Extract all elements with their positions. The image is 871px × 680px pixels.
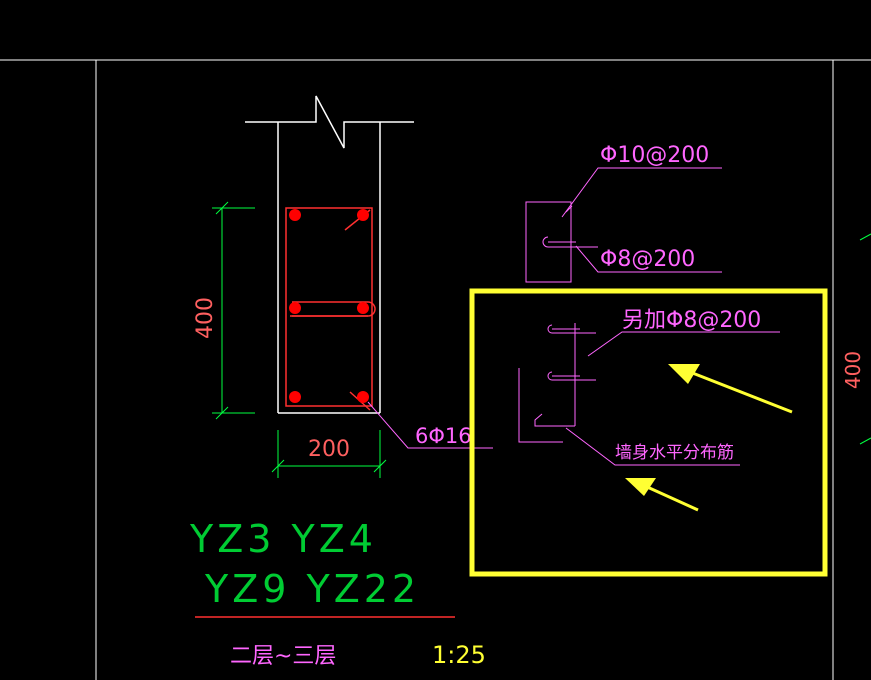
floor-range-label: 二层~三层 [230,644,336,669]
highlight-box [469,288,828,577]
rebar-dot [357,209,369,221]
rebar-dot [289,391,301,403]
rebar-dot [357,391,369,403]
rebar-dot [289,302,301,314]
wall-break-line [245,95,414,414]
arrow-upper [668,364,793,414]
right-fragment [859,233,871,445]
column-ids-line2: YZ9 YZ22 [204,567,420,611]
wall-end-detail [525,167,722,283]
height-dimension [212,201,255,420]
drawing-frame [0,59,871,680]
main-rebar-leader [367,401,493,449]
added-bar-detail [518,323,780,466]
rebar-dots [289,209,369,403]
tie-spec-label: Φ8@200 [600,247,695,272]
stirrup-spec-label: Φ10@200 [600,143,709,168]
right-dim-label: 400 [841,351,865,389]
column-ids-line1: YZ3 YZ4 [189,517,377,561]
scale-label: 1:25 [432,641,486,669]
arrow-lower [625,478,699,512]
main-rebar-label: 6Φ16 [415,424,472,448]
rebar-dot [357,302,369,314]
wall-bar-label: 墙身水平分布筋 [615,443,734,463]
width-dimension [271,430,387,478]
rebar-dot [289,209,301,221]
width-dim-label: 200 [308,437,350,462]
added-bar-label: 另加Φ8@200 [622,308,761,333]
height-dim-label: 400 [193,297,218,339]
